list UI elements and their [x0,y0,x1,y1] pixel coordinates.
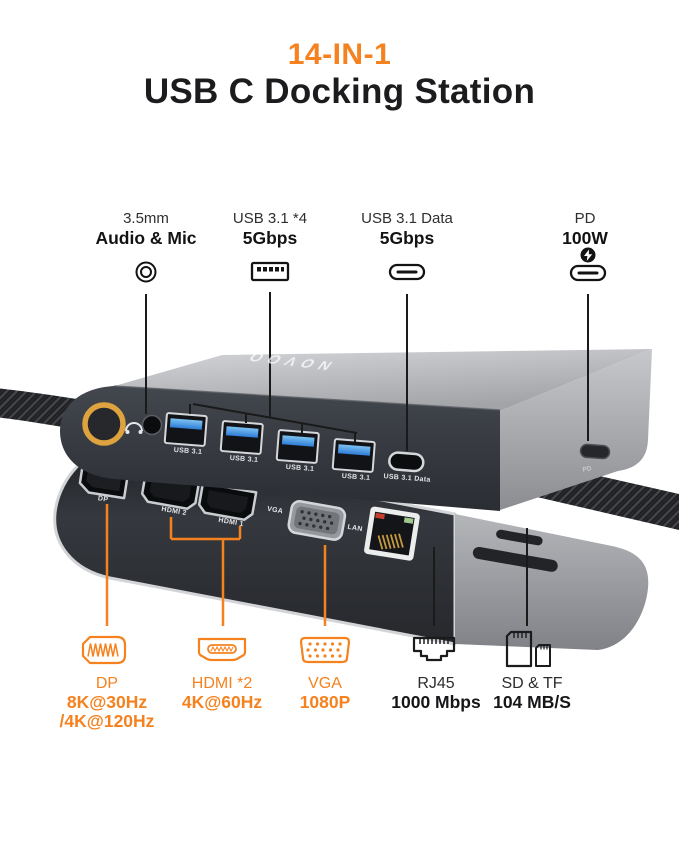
card-reader-side [455,514,649,650]
video-callout-lines [105,504,327,626]
tf-card-slot [496,529,543,546]
callout-usb-c-data: USB 3.1 Data 5Gbps [332,209,482,249]
callout-dp-spec2: /4K@120Hz [59,711,155,731]
callout-usb-c-speed: 5Gbps [379,228,435,248]
page-title: USB C Docking Station [143,72,536,111]
audio-jack-icon [135,261,157,283]
headphone-icon [125,422,143,434]
usb-c-data-port [388,451,425,473]
callout-usb-a: USB 3.1 *4 5Gbps [195,209,345,249]
sd-card-slot [472,546,558,572]
top-callout-lines [145,292,589,451]
callout-rj45-name: RJ45 [417,675,455,692]
callout-dp-spec1: 8K@30Hz [66,692,148,712]
displayport-icon [81,635,127,665]
callout-vga-spec: 1080P [299,692,351,712]
callout-dp-name: DP [95,675,119,692]
callout-sd-name: SD & TF [501,675,563,692]
callout-audio-spec: 3.5mm [123,210,169,227]
vga-icon [299,636,351,664]
callout-vga: VGA 1080P [250,674,400,712]
usb-a-port-icon [250,261,290,282]
power-ring [82,402,126,446]
rj45-icon [412,636,456,662]
hdmi1-port [197,481,258,521]
usb-c-port-icon [388,263,426,281]
callout-usb-a-speed: 5Gbps [242,228,298,248]
page-title-badge: 14-IN-1 [287,38,392,71]
callout-dp: DP 8K@30Hz /4K@120Hz [32,674,182,731]
dock-rear-view [60,349,652,511]
callout-hdmi: HDMI *2 4K@60Hz [147,674,297,712]
rj45-port [364,506,420,561]
callout-hdmi-spec: 4K@60Hz [181,692,263,712]
vga-port [287,500,347,541]
pd-port [579,443,611,460]
rj45-led-red [375,512,385,520]
usb-c-pd-icon [569,247,607,282]
callout-usb-c-name: USB 3.1 Data [361,210,453,227]
callout-sd-spec: 104 MB/S [493,692,571,712]
callout-hdmi-name: HDMI *2 [191,675,253,692]
callout-pd: PD 100W [510,209,660,249]
callout-sd-tf: SD & TF 104 MB/S [457,674,607,712]
callout-usb-a-name: USB 3.1 *4 [232,210,308,227]
hdmi-icon [197,637,247,662]
callout-pd-power: 100W [562,228,608,248]
callout-audio: 3.5mm Audio & Mic [71,209,221,249]
usb-a-ports [163,412,376,473]
callout-pd-name: PD [574,210,596,227]
callout-rj45: RJ45 1000 Mbps [361,674,511,712]
callout-vga-name: VGA [308,675,342,692]
rj45-led-green [403,517,414,524]
callout-audio-name: Audio & Mic [95,228,197,248]
data-callout-lines [433,528,528,626]
sd-tf-cards-icon [505,630,551,668]
audio-jack-port [141,414,163,436]
callout-rj45-spec: 1000 Mbps [391,692,481,712]
